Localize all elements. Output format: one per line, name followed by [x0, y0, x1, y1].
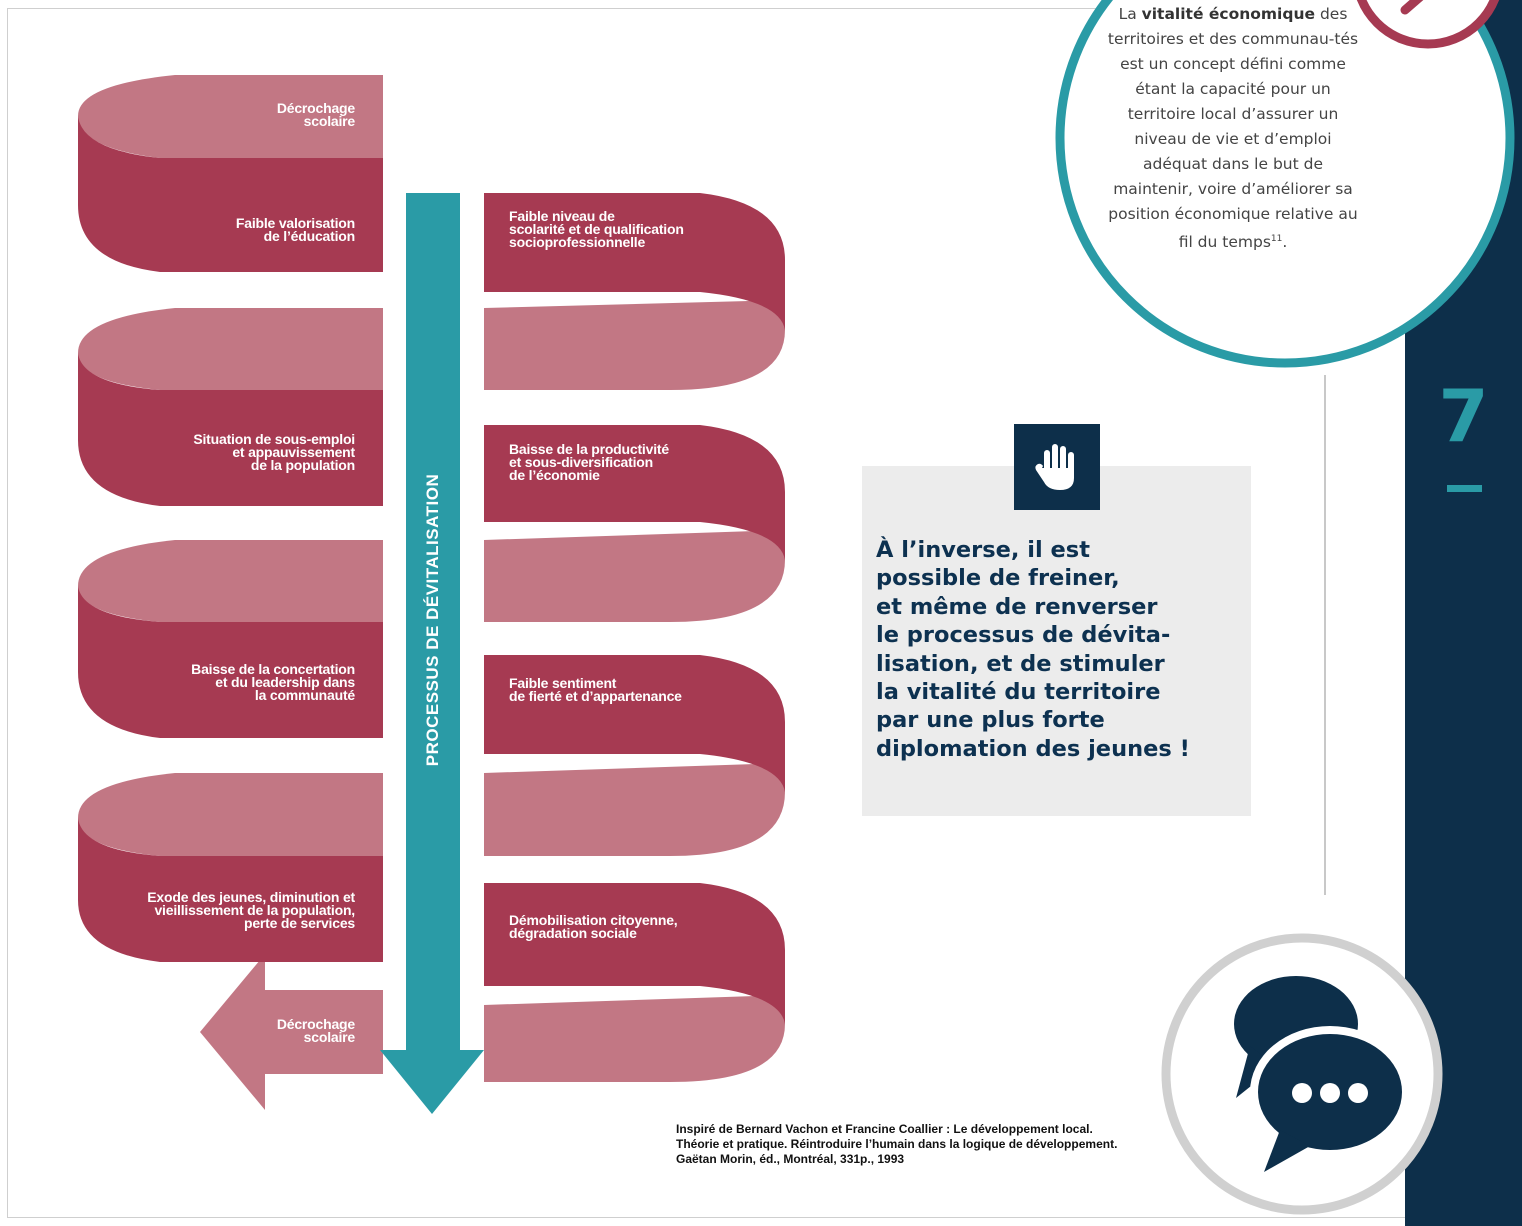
- label-left-4: Exode des jeunes, diminution et vieillis…: [147, 889, 355, 931]
- process-arrow: [380, 193, 484, 1114]
- ribbon-front-left-4: [78, 818, 383, 962]
- ribbon-back-loop-2: [78, 540, 383, 622]
- definition-circle: [1055, 0, 1515, 368]
- ribbon-right-back-4: [484, 995, 785, 1082]
- label-right-2: Baisse de la productivité et sous-divers…: [509, 441, 669, 483]
- ribbon-right-back-3: [484, 763, 785, 856]
- label-right-4: Démobilisation citoyenne, dégradation so…: [509, 912, 678, 941]
- label-bottom-dropout: Décrochage scolaire: [276, 1016, 355, 1045]
- definition-body: des territoires et des communau-tés est …: [1107, 5, 1359, 252]
- ribbon-right-back-1: [484, 300, 785, 390]
- ribbon-right-back-2: [484, 530, 785, 622]
- ribbon-front-right-4: [484, 883, 785, 1024]
- search-icon: [1356, 0, 1500, 49]
- exit-arrow: [200, 954, 383, 1110]
- chapter-number: 7: [1438, 374, 1489, 458]
- ribbon-front-right-3: [484, 655, 785, 792]
- ribbon-front-left-3: [78, 586, 383, 738]
- ribbon-front-left-1: [78, 116, 383, 272]
- chapter-underline: [1447, 485, 1482, 492]
- definition-end: .: [1282, 233, 1288, 252]
- ribbon-top-flap: [78, 75, 383, 158]
- source-citation: Inspiré de Bernard Vachon et Francine Co…: [676, 1122, 1118, 1166]
- callout-box: [862, 466, 1251, 816]
- label-left-3: Baisse de la concertation et du leadersh…: [191, 661, 355, 703]
- label-left-1: Faible valorisation de l’éducation: [235, 215, 355, 244]
- callout-text: À l’inverse, il est possible de freiner,…: [876, 537, 1190, 762]
- ribbon-front-left-2: [78, 353, 383, 506]
- chat-bubbles-icon: [1234, 976, 1410, 1172]
- callout-badge: [1014, 424, 1100, 510]
- footnote-marker: 11: [1270, 234, 1283, 244]
- definition-text: La vitalité économique des territoires e…: [1104, 2, 1362, 255]
- label-left-2: Situation de sous-emploi et appauvisseme…: [193, 431, 355, 473]
- label-right-3: Faible sentiment de fierté et d’apparten…: [509, 675, 682, 704]
- ribbon-back-loop-3: [78, 773, 383, 856]
- process-axis-label: PROCESSUS DE DÉVITALISATION: [423, 473, 442, 767]
- ribbon-front-right-2: [484, 425, 785, 560]
- label-top-dropout: Décrochage scolaire: [276, 100, 355, 129]
- ribbon-front-right-1: [484, 193, 785, 330]
- label-right-1: Faible niveau de scolarité et de qualifi…: [509, 208, 684, 250]
- divider-line: [1324, 375, 1326, 895]
- ribbon-back-loop-1: [78, 308, 383, 390]
- raised-hand-icon: [1035, 444, 1074, 490]
- definition-keyword: vitalité économique: [1141, 5, 1316, 23]
- definition-prefix: La: [1118, 5, 1142, 23]
- page-frame: [7, 8, 1522, 1218]
